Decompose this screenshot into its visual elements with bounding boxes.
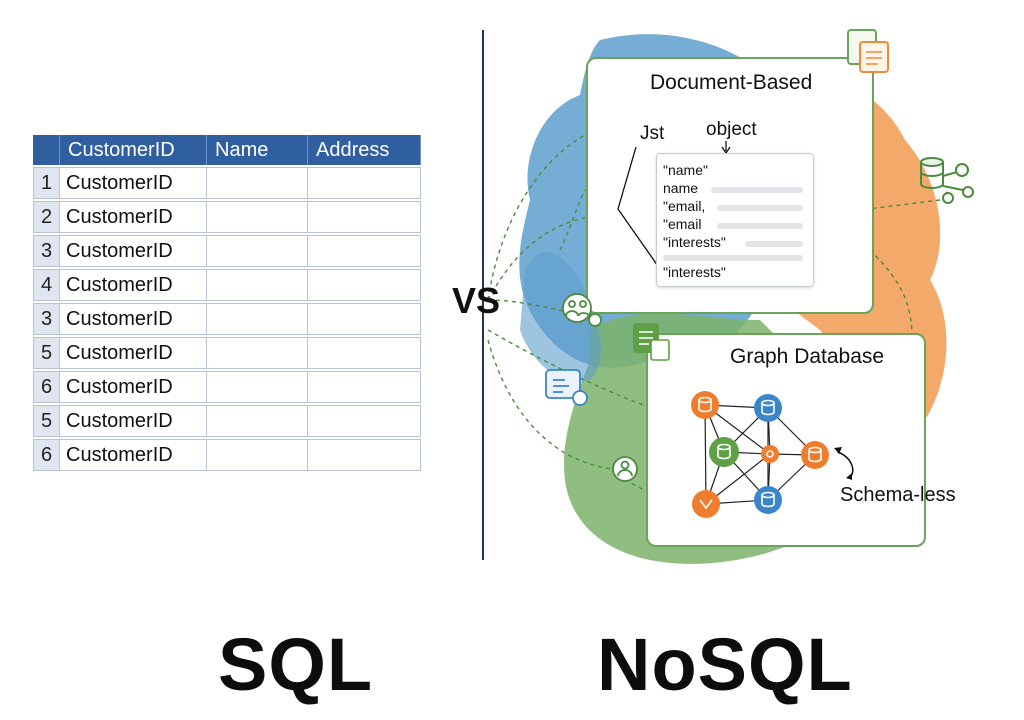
graph-node — [692, 490, 720, 518]
graph-nodes — [691, 391, 829, 518]
json-line: "interests" — [663, 234, 726, 250]
cell-name — [207, 337, 308, 369]
row-number: 2 — [33, 201, 60, 233]
cell-address — [308, 235, 421, 267]
users-chat-icon — [562, 293, 602, 327]
graph-node — [754, 394, 782, 422]
database-glyphs — [698, 396, 822, 510]
json-line: "interests" — [663, 264, 726, 280]
graph-node — [709, 437, 739, 467]
vs-label: VS — [452, 280, 501, 321]
table-header-row: CustomerID Name Address — [33, 135, 421, 165]
nosql-label: NoSQL — [597, 623, 853, 706]
cell-name — [207, 439, 308, 471]
graph-database-panel: Graph Database — [646, 333, 926, 547]
cell-name — [207, 235, 308, 267]
cell-name — [207, 269, 308, 301]
document-stack-icon — [847, 29, 889, 73]
cell-address — [308, 303, 421, 335]
graph-node — [691, 391, 719, 419]
cell-customerid: CustomerID — [60, 235, 207, 267]
row-number: 4 — [33, 269, 60, 301]
annotation-jst: Jst — [640, 123, 665, 144]
graph-node — [761, 445, 779, 463]
cell-address — [308, 337, 421, 369]
row-number: 3 — [33, 303, 60, 335]
cell-address — [308, 371, 421, 403]
graph-node — [754, 486, 782, 514]
cell-customerid: CustomerID — [60, 269, 207, 301]
document-green-icon — [633, 323, 670, 361]
cell-customerid: CustomerID — [60, 439, 207, 471]
cell-customerid: CustomerID — [60, 303, 207, 335]
blue-blob-lower — [520, 251, 601, 382]
schema-less-label: Schema-less — [840, 484, 956, 506]
schema-arrow — [837, 451, 854, 479]
json-line: name — [663, 180, 699, 196]
cell-customerid: CustomerID — [60, 337, 207, 369]
document-panel-title: Document-Based — [650, 71, 813, 94]
cell-name — [207, 201, 308, 233]
header-address: Address — [308, 135, 421, 165]
json-line: "email, — [663, 198, 706, 214]
row-number: 5 — [33, 405, 60, 437]
json-value-bar — [663, 255, 803, 261]
cell-name — [207, 405, 308, 437]
cell-customerid: CustomerID — [60, 405, 207, 437]
annotation-object: object — [706, 119, 757, 140]
document-based-panel: Document-Based Jst object "name" name "e… — [586, 57, 874, 314]
graph-panel-title: Graph Database — [730, 345, 885, 368]
cell-address — [308, 167, 421, 199]
row-number: 6 — [33, 439, 60, 471]
json-line: "email — [663, 216, 702, 232]
json-document: "name" name "email, "email "interests" "… — [656, 153, 814, 287]
json-value-bar — [745, 241, 803, 247]
header-customerid: CustomerID — [60, 135, 207, 165]
user-pin-icon — [612, 456, 638, 482]
json-value-bar — [717, 205, 803, 211]
cell-address — [308, 201, 421, 233]
database-network-icon — [920, 157, 974, 204]
json-value-bar — [711, 187, 803, 193]
cell-name — [207, 371, 308, 403]
cell-address — [308, 405, 421, 437]
row-number: 1 — [33, 167, 60, 199]
cell-name — [207, 167, 308, 199]
header-name: Name — [207, 135, 308, 165]
row-number: 6 — [33, 371, 60, 403]
cell-name — [207, 303, 308, 335]
cell-customerid: CustomerID — [60, 371, 207, 403]
header-index — [33, 135, 60, 165]
cell-address — [308, 269, 421, 301]
cell-address — [308, 439, 421, 471]
cell-customerid: CustomerID — [60, 167, 207, 199]
cell-customerid: CustomerID — [60, 201, 207, 233]
profile-card-icon — [545, 369, 588, 406]
json-value-bar — [717, 223, 803, 229]
row-number: 3 — [33, 235, 60, 267]
vertical-divider — [482, 30, 484, 560]
row-number: 5 — [33, 337, 60, 369]
graph-node — [801, 441, 829, 469]
json-line: "name" — [663, 162, 708, 178]
sql-label: SQL — [218, 623, 374, 706]
